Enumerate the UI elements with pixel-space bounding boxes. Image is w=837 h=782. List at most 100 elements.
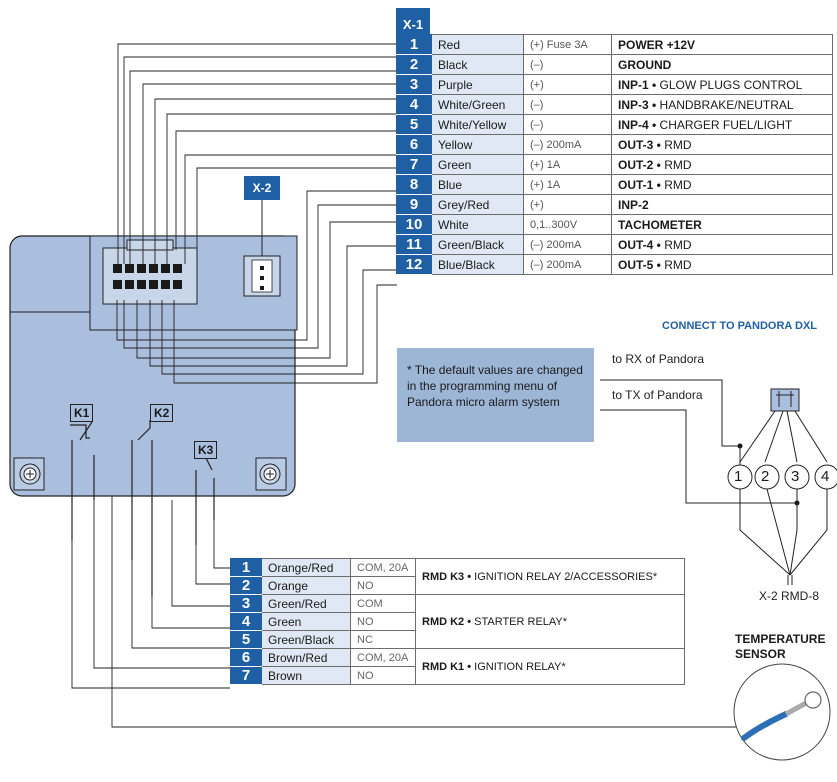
contact-spec: COM <box>350 594 416 613</box>
function-name: OUT-2 • <box>618 157 661 172</box>
relay-function: RMD K3 • IGNITION RELAY 2/ACCESSORIES* <box>415 558 685 595</box>
pin-function: TACHOMETER <box>611 214 833 235</box>
x1-connector <box>102 239 198 305</box>
pin-number: 7 <box>396 154 432 175</box>
wire-color: Blue <box>431 174 524 195</box>
sensor-label: TEMPERATURE SENSOR <box>735 632 825 662</box>
function-name: OUT-5 • <box>618 257 661 272</box>
contact-spec: NO <box>350 666 416 685</box>
x1-header: X-1 <box>396 8 430 34</box>
wire-color: Brown <box>261 666 351 685</box>
pin-spec: (–) 200mA <box>523 234 612 255</box>
relay-function: RMD K2 • STARTER RELAY* <box>415 594 685 649</box>
pin-number: 10 <box>396 214 432 235</box>
sensor-label-line2: SENSOR <box>735 647 786 661</box>
wire-color: Black <box>431 54 524 75</box>
pin-function: OUT-5 • RMD <box>611 254 833 275</box>
connect-heading: CONNECT TO PANDORA DXL <box>662 320 818 332</box>
pin-spec: (+) <box>523 194 612 215</box>
wire-color: Yellow <box>431 134 524 155</box>
pin-number: 1 <box>396 34 432 55</box>
pin-spec: 0,1..300V <box>523 214 612 235</box>
contact-number: 1 <box>230 558 262 577</box>
wire-color: Brown/Red <box>261 648 351 667</box>
function-name: INP-1 • <box>618 77 657 92</box>
pin-number: 3 <box>396 74 432 95</box>
temperature-sensor <box>733 663 831 761</box>
relay-detail: IGNITION RELAY 2/ACCESSORIES* <box>471 570 658 583</box>
pin-spec: (+) 1A <box>523 174 612 195</box>
pin-spec: (–) <box>523 94 612 115</box>
relay-detail: STARTER RELAY* <box>471 615 568 628</box>
x2-label: X-2 <box>244 176 280 200</box>
relay-k1-label: K1 <box>70 404 94 422</box>
wire-color: Green <box>261 612 351 631</box>
pin-function: INP-1 • GLOW PLUGS CONTROL <box>611 74 833 95</box>
pin-function: OUT-1 • RMD <box>611 174 833 195</box>
pin-spec: (+) Fuse 3A <box>523 34 612 55</box>
function-name: GROUND <box>618 57 672 72</box>
tx-label: to TX of Pandora <box>612 388 703 402</box>
pin-spec: (–) 200mA <box>523 134 612 155</box>
function-name: OUT-3 • <box>618 137 661 152</box>
wire-color: Red <box>431 34 524 55</box>
function-name: INP-4 • <box>618 117 657 132</box>
contact-number: 3 <box>230 594 262 613</box>
contact-number: 5 <box>230 630 262 649</box>
contact-number: 4 <box>230 612 262 631</box>
pin-function: POWER +12V <box>611 34 833 55</box>
pin-spec: (+) 1A <box>523 154 612 175</box>
pin-function: INP-3 • HANDBRAKE/NEUTRAL <box>611 94 833 115</box>
function-detail: RMD <box>660 177 692 192</box>
function-name: OUT-4 • <box>618 237 661 252</box>
pin-number: 4 <box>396 94 432 115</box>
pin-number: 2 <box>396 54 432 75</box>
wire-color: Purple <box>431 74 524 95</box>
function-detail: RMD <box>660 257 692 272</box>
x2-connector <box>243 190 281 297</box>
pin-function: GROUND <box>611 54 833 75</box>
relay-detail: IGNITION RELAY* <box>471 660 566 673</box>
pin-spec: (–) <box>523 54 612 75</box>
screw-left <box>13 457 45 491</box>
function-detail: HANDBRAKE/NEUTRAL <box>656 97 794 112</box>
contact-number: 7 <box>230 666 262 685</box>
contact-spec: NO <box>350 576 416 595</box>
pin-number: 11 <box>396 234 432 255</box>
note-box: * The default values are changed in the … <box>397 348 594 442</box>
wire-color: Green/Red <box>261 594 351 613</box>
contact-number: 2 <box>230 576 262 595</box>
pin-4: 4 <box>821 468 830 485</box>
pin-function: INP-4 • CHARGER FUEL/LIGHT <box>611 114 833 135</box>
wire-color: Grey/Red <box>431 194 524 215</box>
wire-color: Green/Black <box>261 630 351 649</box>
function-detail: RMD <box>660 137 692 152</box>
wire-color: Blue/Black <box>431 254 524 275</box>
pin-spec: (–) <box>523 114 612 135</box>
wire-color: Orange <box>261 576 351 595</box>
rmd8-connector <box>600 379 837 585</box>
pin-number: 6 <box>396 134 432 155</box>
wire-color: Green <box>431 154 524 175</box>
function-name: POWER +12V <box>618 37 696 52</box>
contact-number: 6 <box>230 648 262 667</box>
function-detail: RMD <box>660 157 692 172</box>
function-detail: CHARGER FUEL/LIGHT <box>656 117 793 132</box>
pin-2: 2 <box>761 468 770 485</box>
pin-function: OUT-4 • RMD <box>611 234 833 255</box>
function-name: INP-2 <box>618 197 649 212</box>
